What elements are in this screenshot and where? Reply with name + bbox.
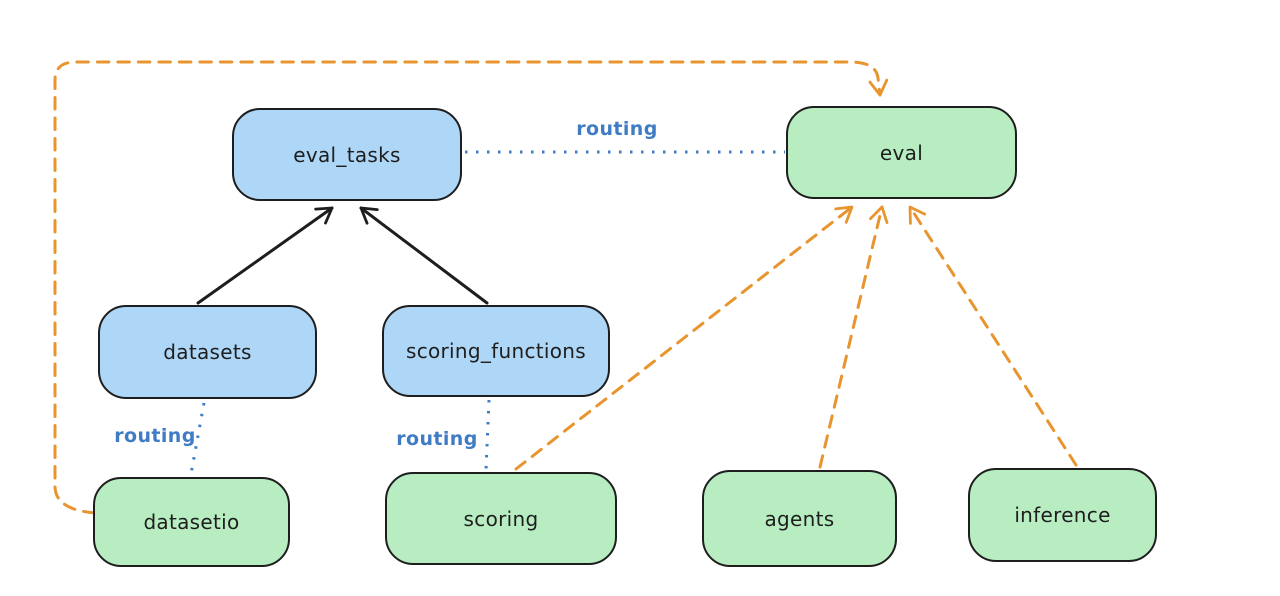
node-scoring-functions-label: scoring_functions bbox=[405, 339, 587, 363]
edge-agents-to-eval bbox=[818, 205, 889, 469]
node-eval-tasks: eval_tasks bbox=[232, 108, 462, 201]
node-datasets-label: datasets bbox=[163, 340, 252, 364]
node-scoring-label: scoring bbox=[463, 506, 539, 531]
routing-label-datasets-datasetio: routing bbox=[114, 425, 196, 447]
node-eval-label: eval bbox=[879, 140, 924, 165]
node-inference: inference bbox=[968, 468, 1157, 562]
node-scoring: scoring bbox=[385, 472, 617, 565]
routing-label-scoring-functions-scoring: routing bbox=[396, 428, 478, 450]
node-datasetio: datasetio bbox=[93, 477, 290, 567]
edge-datasets-to-eval-tasks bbox=[196, 206, 334, 305]
routing-label-eval-tasks-eval: routing bbox=[576, 118, 658, 140]
edge-inference-to-eval bbox=[908, 205, 1078, 467]
edge-scoring-to-eval bbox=[514, 205, 854, 471]
node-eval: eval bbox=[786, 106, 1017, 199]
node-datasetio-label: datasetio bbox=[143, 510, 240, 534]
edge-datasetio-to-eval bbox=[53, 60, 889, 515]
edge-scoring-functions-to-scoring-routing bbox=[484, 399, 491, 471]
node-scoring-functions: scoring_functions bbox=[382, 305, 610, 397]
node-datasets: datasets bbox=[98, 305, 317, 399]
node-inference-label: inference bbox=[1014, 503, 1111, 527]
node-agents-label: agents bbox=[764, 506, 835, 531]
node-agents: agents bbox=[702, 470, 897, 567]
edge-datasets-to-datasetio-routing bbox=[189, 402, 206, 475]
edge-scoring-functions-to-eval-tasks bbox=[359, 206, 489, 305]
node-eval-tasks-label: eval_tasks bbox=[293, 142, 401, 167]
